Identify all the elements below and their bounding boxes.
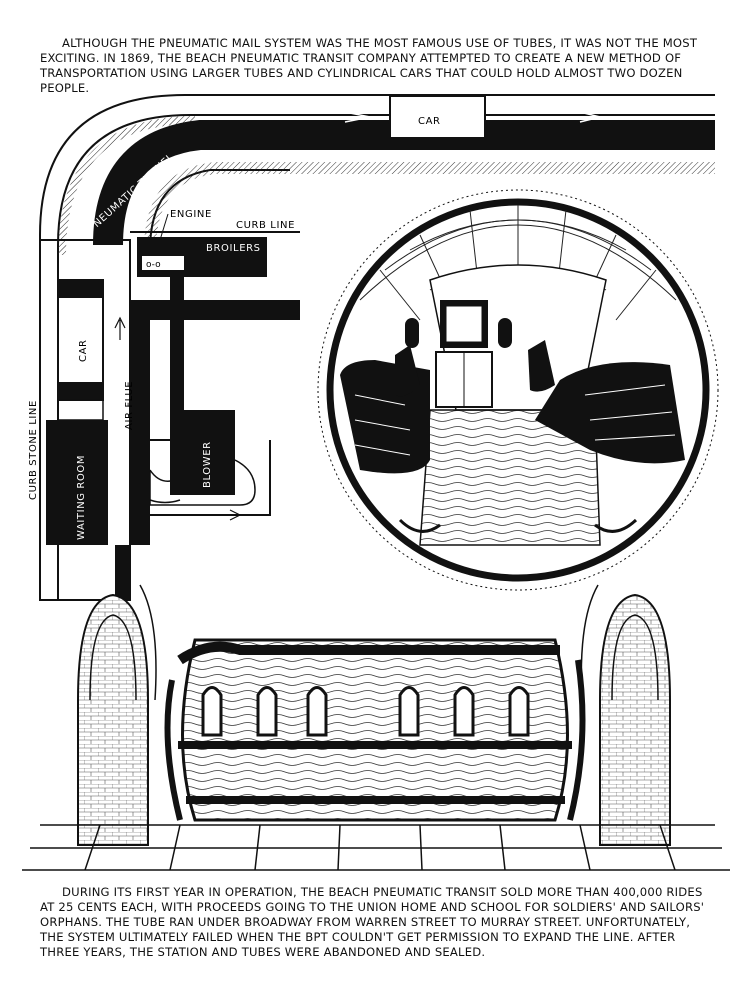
station-illustration xyxy=(22,584,730,871)
waiting-room-label: Waiting Room xyxy=(76,455,87,540)
air-flue-label: Air Flue xyxy=(124,381,135,430)
caption-bottom: During its first year in operation, the … xyxy=(40,885,705,959)
tunnel-diagram: Car Pneumatic Tunnel Car Waiting Room Cu… xyxy=(28,94,715,601)
caption-top: Although the pneumatic mail system was t… xyxy=(40,36,698,95)
blower-label: Blower xyxy=(202,441,213,488)
car-side-label: Car xyxy=(78,339,89,362)
car-interior-illustration xyxy=(317,189,719,591)
boilers-label: Broilers xyxy=(206,243,261,254)
engine-label: Engine xyxy=(170,209,212,220)
car-top-label: Car xyxy=(418,116,441,127)
curb-line-label: Curb Line xyxy=(236,220,295,231)
svg-text:o-o: o-o xyxy=(146,260,161,270)
curb-stone-line-label: Curb Stone Line xyxy=(28,400,39,500)
